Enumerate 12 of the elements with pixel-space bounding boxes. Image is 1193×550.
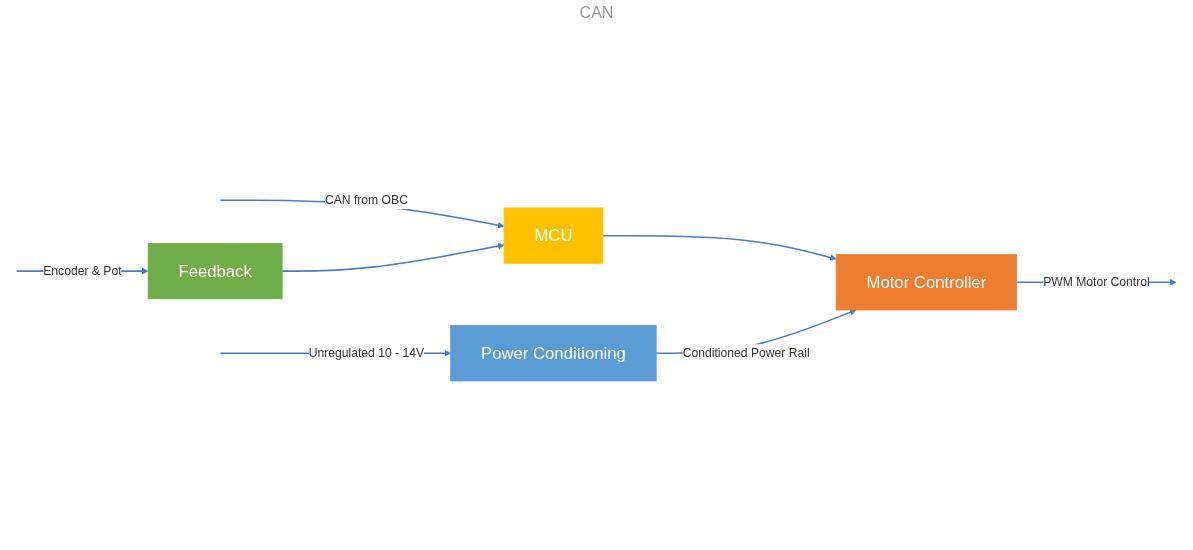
node-box: Motor Controller [835, 254, 1017, 311]
arrow [602, 234, 837, 261]
node-box: MCU [503, 207, 604, 264]
node-box: Feedback [147, 243, 283, 300]
edge-label: CAN from OBC [324, 193, 408, 207]
node-box: Power Conditioning [450, 325, 657, 382]
edge-label: PWM Motor Control [1043, 275, 1150, 289]
edge-label: Unregulated 10 - 14V [308, 346, 425, 360]
edge-label: Conditioned Power Rail [682, 346, 810, 360]
signal-label: CAN [579, 4, 614, 21]
arrow [281, 242, 505, 272]
edge-label: Encoder & Pot [43, 264, 122, 278]
